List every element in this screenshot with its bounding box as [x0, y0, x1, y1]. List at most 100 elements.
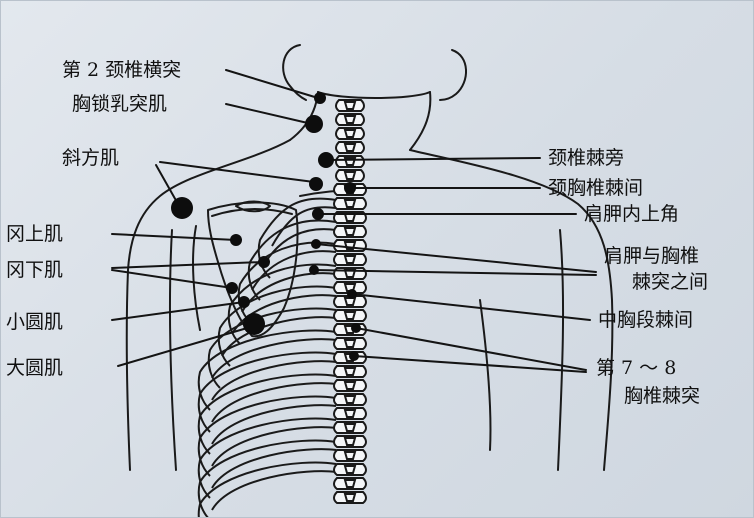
humerus-outline: [192, 225, 201, 331]
point-teres-major: [243, 313, 265, 335]
right-arm-line: [557, 229, 565, 471]
label-scapula-thoracic-1: 肩胛与胸椎: [604, 245, 700, 267]
spinous-process: [343, 451, 357, 460]
spinous-process: [343, 297, 357, 306]
leader-trap-a: [159, 161, 315, 183]
rib-inner: [211, 448, 337, 489]
rib-inner: [271, 206, 337, 247]
rib: [207, 307, 337, 389]
spinous-process: [343, 409, 357, 418]
rib: [197, 417, 337, 499]
leader-trap-b: [155, 164, 179, 205]
spinous-process: [343, 129, 357, 138]
label-scapula-superior-angle: 肩胛内上角: [584, 203, 680, 225]
rib: [197, 351, 337, 433]
leader-scapula-thoracic-a: [315, 243, 597, 273]
rib: [197, 439, 337, 518]
point-scapula-thoracic-a: [311, 239, 321, 249]
rib-inner: [221, 316, 337, 357]
spinous-process: [343, 395, 357, 404]
rib-inner: [211, 470, 337, 511]
point-mid-thoracic: [347, 289, 357, 299]
point-trapezius-neck: [309, 177, 323, 191]
label-cervical-spinous-side: 颈椎棘旁: [548, 147, 625, 169]
leader-c2: [225, 69, 319, 99]
spinous-process: [343, 227, 357, 236]
leader-infra-a: [111, 261, 263, 269]
label-t7-8-1: 第 7 ～ 8: [596, 357, 677, 379]
left-arm-line: [168, 229, 177, 471]
label-t7-8-2: 胸椎棘突: [624, 385, 701, 407]
label-sternocleidomastoid: 胸锁乳突肌: [72, 93, 168, 115]
rib-inner: [211, 404, 337, 445]
label-trapezius: 斜方肌: [62, 147, 120, 169]
rib-inner: [211, 360, 337, 401]
spinous-process: [343, 423, 357, 432]
spinous-process: [343, 493, 357, 502]
spinous-process: [343, 437, 357, 446]
rib-inner: [211, 382, 337, 423]
spinous-process: [343, 199, 357, 208]
leader-scm: [225, 103, 313, 125]
torso-right-outline: [409, 149, 614, 471]
label-cervicothoracic-interspinous: 颈胸椎棘间: [548, 177, 644, 199]
point-cervical-side: [318, 152, 334, 168]
point-trapezius-shoulder: [171, 197, 193, 219]
leader-supra: [111, 233, 237, 241]
rib-inner: [211, 426, 337, 467]
leader-teresmajor: [117, 325, 255, 367]
spinous-process: [343, 465, 357, 474]
label-c2-transverse: 第 2 颈椎横突: [62, 59, 182, 81]
left-ear-outline: [282, 44, 307, 101]
leader-teresminor: [111, 301, 245, 321]
rib: [197, 373, 337, 455]
point-scm: [305, 115, 323, 133]
spinous-process: [343, 171, 357, 180]
rib-inner: [251, 250, 337, 291]
spinous-process: [343, 115, 357, 124]
leader-infra-b: [111, 269, 233, 289]
point-infraspinatus-b: [226, 282, 238, 294]
leader-cervical-side: [325, 157, 541, 161]
spinous-process: [343, 367, 357, 376]
head-base-outline: [317, 91, 431, 99]
rib: [197, 395, 337, 477]
point-supraspinatus: [230, 234, 242, 246]
point-t7-8: [351, 323, 361, 333]
right-flank-line: [479, 299, 492, 451]
label-teres-major: 大圆肌: [6, 357, 64, 379]
spinous-process: [343, 381, 357, 390]
spinous-process: [343, 101, 357, 110]
spinous-process: [343, 311, 357, 320]
leader-scapula-thoracic-b: [313, 269, 597, 276]
label-scapula-thoracic-2: 棘突之间: [632, 271, 709, 293]
label-infraspinatus: 冈下肌: [6, 259, 64, 281]
point-teres-minor: [238, 296, 250, 308]
point-cervicothoracic: [344, 182, 356, 194]
rib-inner: [211, 338, 337, 379]
point-t7-8-b: [349, 351, 359, 361]
scapula-acromion: [235, 200, 271, 213]
rib: [197, 329, 337, 411]
label-supraspinatus: 冈上肌: [6, 223, 64, 245]
spinous-process: [343, 213, 357, 222]
torso-left-outline: [125, 139, 291, 471]
point-infraspinatus-a: [258, 256, 270, 268]
point-scapula-angle: [312, 208, 324, 220]
point-c2: [314, 92, 326, 104]
leader-t7-8-a: [355, 327, 587, 371]
right-ear-outline: [439, 49, 467, 101]
spine: [333, 99, 367, 504]
spinous-process: [343, 479, 357, 488]
neck-right-outline: [409, 91, 432, 151]
leader-t7-8-b: [353, 355, 587, 373]
spinous-process: [343, 143, 357, 152]
spinous-process: [343, 339, 357, 348]
label-mid-thoracic-interspinous: 中胸段棘间: [598, 309, 694, 331]
leader-mid-thoracic: [351, 293, 591, 321]
spinous-process: [343, 255, 357, 264]
rib: [197, 461, 337, 518]
point-scapula-thoracic-b: [309, 265, 319, 275]
